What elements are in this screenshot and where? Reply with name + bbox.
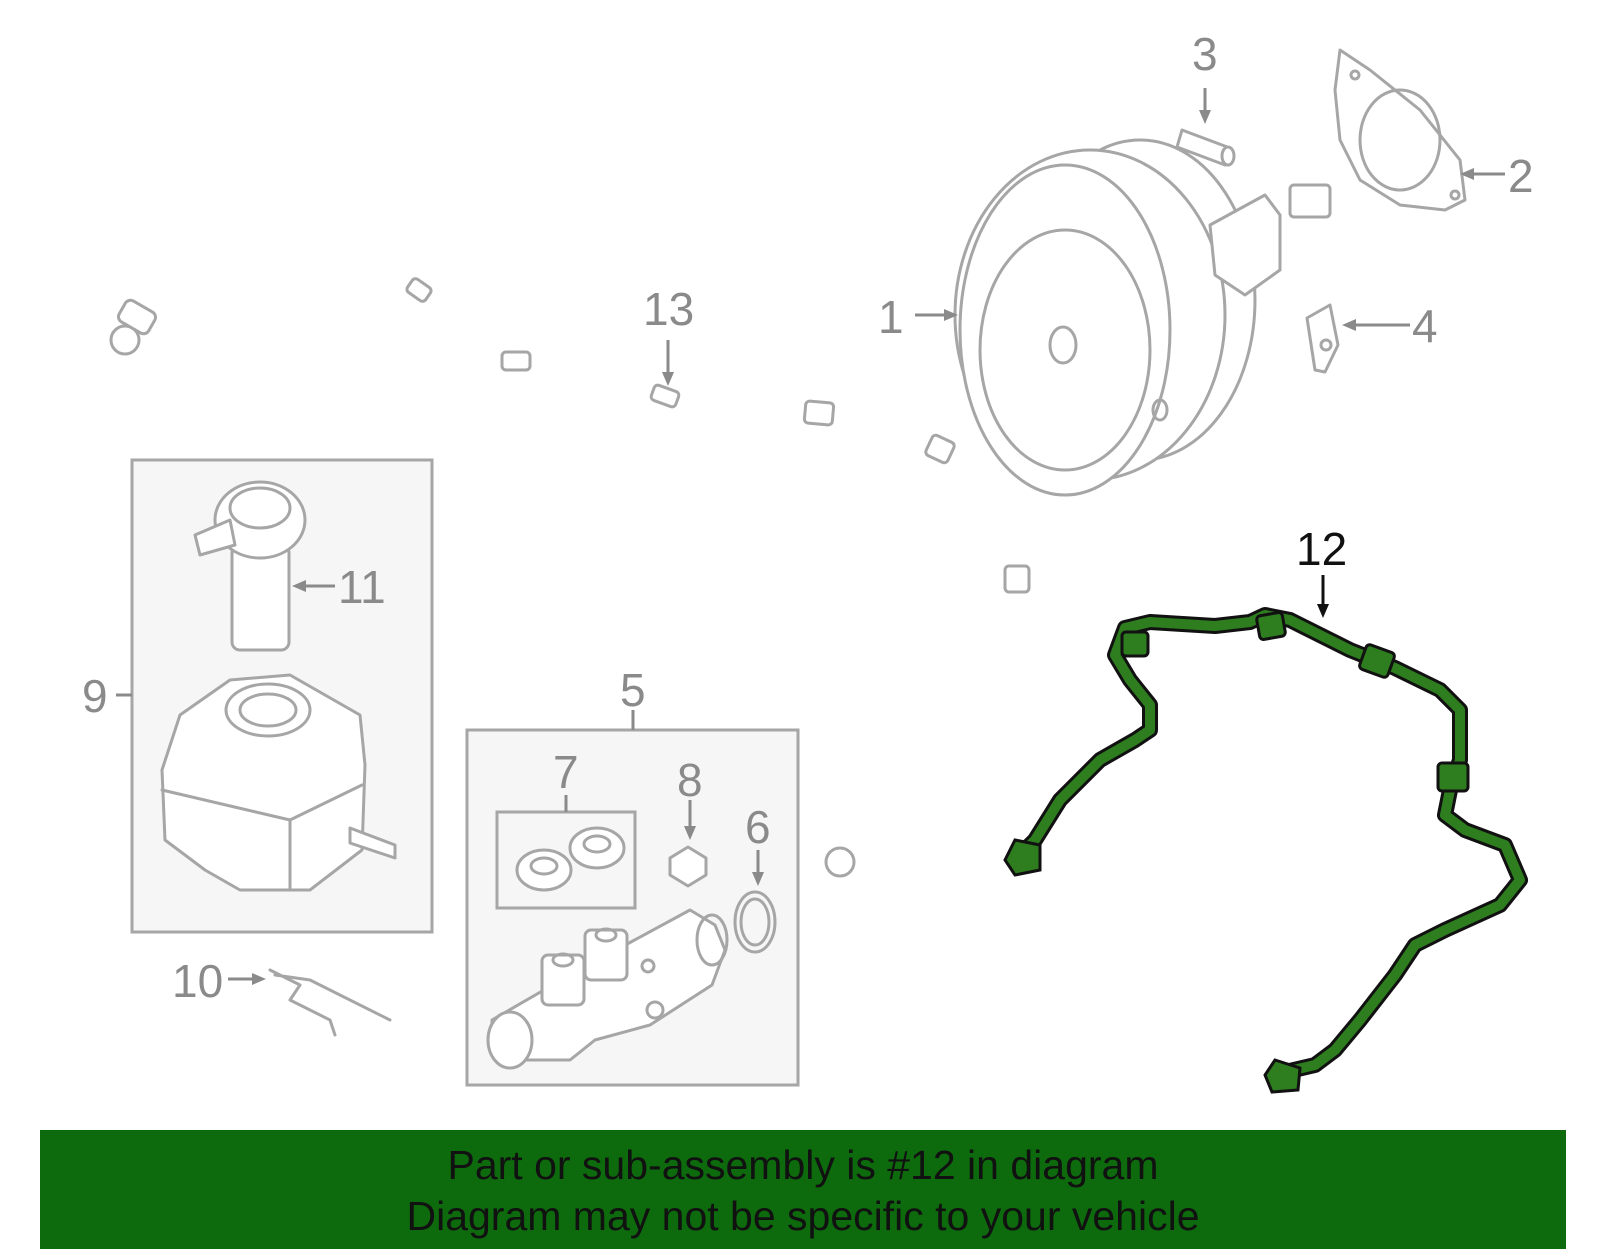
part-13-brake-line[interactable]	[71, 191, 1044, 878]
callout-4: 4	[1412, 300, 1438, 352]
part-1-brake-booster[interactable]	[953, 138, 1332, 497]
part-5-master-cylinder-box[interactable]	[465, 728, 800, 1087]
banner-line-2: Diagram may not be specific to your vehi…	[406, 1193, 1200, 1239]
part-11-reservoir-cap[interactable]	[193, 480, 307, 652]
part-12-brake-line[interactable]	[1003, 607, 1528, 1094]
part-7-grommet-box[interactable]	[495, 810, 637, 910]
callout-6: 6	[745, 801, 771, 853]
callout-9: 9	[82, 670, 108, 722]
part-8-nut[interactable]	[668, 845, 708, 888]
callout-12: 12	[1296, 523, 1347, 575]
callout-5: 5	[620, 664, 646, 716]
callout-13: 13	[643, 283, 694, 335]
callout-1: 1	[878, 291, 904, 343]
part-6-o-ring[interactable]	[733, 890, 777, 954]
part-10-clip[interactable]	[268, 968, 392, 1037]
banner-line-1: Part or sub-assembly is #12 in diagram	[447, 1142, 1159, 1188]
callout-2: 2	[1508, 150, 1534, 202]
callout-7: 7	[553, 746, 579, 798]
part-9-reservoir-box[interactable]	[130, 458, 434, 934]
part-4-clip[interactable]	[1305, 303, 1340, 374]
callout-10: 10	[172, 955, 223, 1007]
part-2-gasket[interactable]	[1333, 48, 1467, 212]
part-3-pin[interactable]	[1175, 128, 1236, 167]
leader-lines	[116, 88, 1505, 985]
callout-8: 8	[677, 754, 703, 806]
callout-3: 3	[1192, 28, 1218, 80]
info-banner: Part or sub-assembly is #12 in diagram D…	[40, 1130, 1566, 1249]
callout-11: 11	[338, 561, 386, 613]
